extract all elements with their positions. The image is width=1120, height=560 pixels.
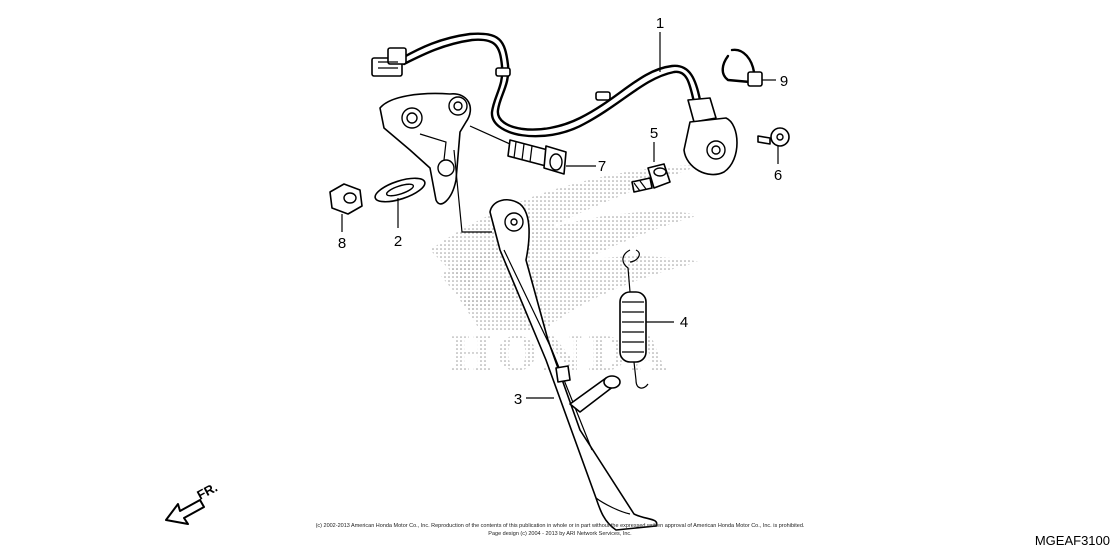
honda-wing-watermark: HONDA [430, 165, 700, 381]
part-4-spring[interactable] [619, 249, 649, 389]
harness-clamp [495, 67, 511, 77]
callout-2[interactable]: 2 [394, 233, 402, 250]
part-1-side-stand-switch[interactable] [371, 32, 738, 176]
part-2-collar[interactable] [372, 173, 427, 206]
callout-6[interactable]: 6 [774, 167, 782, 184]
part-7-pivot-bolt[interactable] [507, 139, 567, 175]
part-5-bolt[interactable] [631, 163, 671, 193]
callout-7[interactable]: 7 [598, 158, 606, 175]
callout-4[interactable]: 4 [680, 314, 688, 331]
callouts: 1 2 3 4 5 6 7 8 9 [338, 15, 788, 408]
callout-1[interactable]: 1 [656, 15, 664, 32]
callout-8[interactable]: 8 [338, 235, 346, 252]
callout-5[interactable]: 5 [650, 125, 658, 142]
stand-bracket [379, 92, 472, 205]
callout-9[interactable]: 9 [780, 73, 788, 90]
diagram-code: MGEAF3100 [1035, 533, 1110, 548]
copyright-line-1: (c) 2002-2013 American Honda Motor Co., … [316, 523, 805, 529]
copyright-line-2: Page design (c) 2004 - 2013 by ARI Netwo… [488, 531, 632, 537]
part-8-nut[interactable] [329, 183, 363, 215]
callout-3[interactable]: 3 [514, 391, 522, 408]
copyright-notice: (c) 2002-2013 American Honda Motor Co., … [316, 523, 805, 537]
front-direction-indicator: FR. [165, 480, 220, 525]
direction-label: FR. [194, 480, 220, 503]
part-6-bolt[interactable] [757, 127, 790, 147]
direction-arrow-icon [165, 499, 205, 525]
leader-lines [341, 32, 779, 399]
part-9-harness-band[interactable] [721, 48, 763, 87]
part-3-side-stand[interactable] [489, 199, 658, 531]
